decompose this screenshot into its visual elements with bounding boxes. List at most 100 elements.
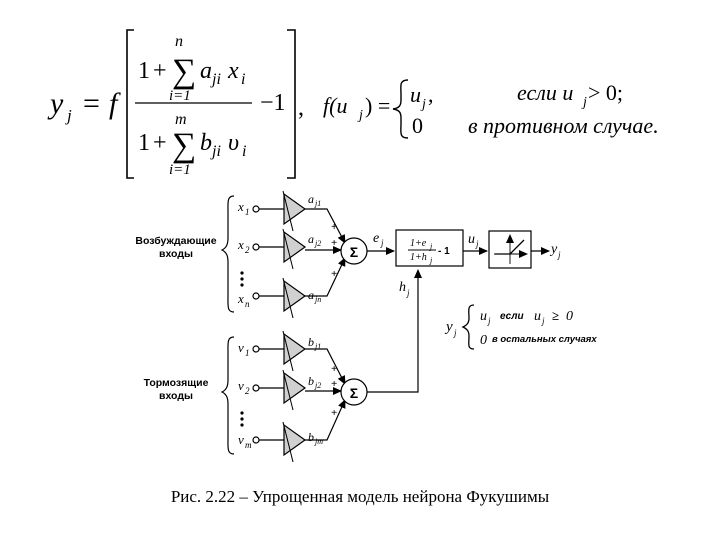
xn-label: x: [237, 291, 244, 306]
inhibitory-brace: [220, 336, 235, 455]
vm-label: v: [238, 432, 244, 447]
activation-rule: y j u j если u j ≥ 0 0 в остальных случа…: [444, 304, 597, 350]
sigma-excitatory: Σ: [350, 244, 358, 260]
rule-else: в остальных случаях: [492, 334, 597, 345]
bracket-right: [287, 29, 296, 179]
case2-cond: в противном случае.: [468, 113, 659, 138]
sigma-inhibitory: Σ: [350, 385, 358, 401]
fu-sub: j: [357, 108, 363, 123]
rule-u: u: [480, 309, 487, 324]
a1-sub: j1: [314, 199, 321, 208]
case1-cond-sub: j: [581, 95, 587, 110]
rule-u2: u: [534, 309, 541, 324]
rule-else-zero: 0: [480, 333, 487, 348]
excitatory-brace: [220, 195, 235, 313]
a2-sub: j2: [314, 239, 321, 248]
cases-brace: [392, 79, 409, 139]
ej-label: e: [373, 231, 379, 246]
a2-label: a: [308, 232, 314, 246]
num-x: x: [227, 58, 239, 84]
block-num-sub: j: [429, 242, 433, 251]
block-den: 1+h: [410, 252, 427, 263]
uj-sub: j: [475, 239, 479, 249]
figure-caption: Рис. 2.22 – Упрощенная модель нейрона Фу…: [170, 487, 550, 506]
case1-cond-tail: > 0;: [588, 80, 623, 105]
hj-sub: j: [406, 288, 410, 298]
input-v2: v 2 b j2: [238, 369, 342, 411]
hj-arrow: [367, 269, 422, 393]
case2-val: 0: [412, 113, 423, 138]
excitatory-label-2: входы: [159, 248, 193, 260]
main-formula: y j = f 1 + n ∑ i=1 a ji x i 1 + m ∑ i=1…: [47, 29, 659, 179]
yj-sub: j: [557, 250, 561, 260]
den-sum-upper: m: [175, 111, 187, 128]
hj-label: h: [399, 280, 406, 295]
fu: f(u: [323, 93, 347, 118]
excitatory-summator: Σ + + +: [331, 221, 368, 280]
den-one: 1: [138, 130, 150, 156]
rule-zero: 0: [566, 309, 573, 324]
uj-label: u: [468, 232, 475, 247]
x1-label: x: [237, 199, 244, 214]
activation-block: [488, 230, 532, 269]
num-sum-upper: n: [175, 33, 183, 50]
formula-lhs-sub: j: [65, 106, 72, 125]
rule-u-sub: j: [487, 316, 491, 326]
num-a: a: [200, 58, 212, 84]
plus-6: +: [331, 407, 337, 419]
yj-label: y: [549, 242, 558, 257]
x2-label: x: [237, 237, 244, 252]
block-minus: - 1: [438, 246, 450, 257]
plus-2: +: [331, 237, 337, 249]
an-sub: jn: [314, 295, 321, 304]
case1-val: u: [410, 82, 421, 107]
num-plus: +: [153, 58, 167, 84]
bm-label: b: [308, 430, 314, 444]
x-ellipsis: [240, 271, 244, 287]
xn-sub: n: [245, 299, 250, 309]
den-sum-lower: i=1: [169, 162, 191, 178]
rule-y: y: [444, 319, 453, 335]
den-plus: +: [153, 130, 167, 156]
input-x1: x 1 a j1: [237, 190, 346, 244]
rule-if: если: [500, 311, 524, 322]
inhibitory-label-2: входы: [159, 390, 193, 402]
input-x2: x 2 a j2: [237, 228, 342, 270]
num-sum-lower: i=1: [169, 88, 191, 104]
v2-sub: 2: [245, 386, 250, 396]
ratio-block: 1+e j 1+h j - 1: [395, 229, 464, 267]
b2-sub: j2: [314, 381, 321, 390]
plus-1: +: [331, 221, 337, 233]
minus-one: −1: [260, 90, 286, 116]
rule-u2-sub: j: [541, 316, 545, 326]
den-b: b: [200, 130, 212, 156]
formula-lhs: y: [47, 87, 64, 120]
case1-comma: ,: [428, 82, 434, 107]
den-sum: ∑: [172, 127, 196, 164]
bracket-left: [126, 29, 134, 179]
formula-f: f: [109, 87, 121, 120]
plus-3: +: [331, 268, 337, 280]
b1-sub: j1: [314, 342, 321, 351]
x2-sub: 2: [245, 245, 250, 255]
b2-label: b: [308, 374, 314, 388]
den-v: υ: [228, 130, 239, 156]
num-x-sub: i: [241, 71, 245, 88]
plus-4: +: [331, 363, 337, 375]
case1-cond: если u: [517, 80, 573, 105]
rule-ge: ≥: [552, 308, 559, 323]
formula-eq: =: [83, 87, 100, 120]
num-sum: ∑: [172, 53, 196, 90]
inhibitory-label-1: Тормозящие: [144, 377, 209, 389]
v-ellipsis: [240, 411, 244, 427]
v1-sub: 1: [245, 348, 250, 358]
den-v-sub: i: [242, 143, 246, 160]
vm-sub: m: [245, 440, 252, 450]
plus-5: +: [331, 378, 337, 390]
bm-sub: jm: [314, 437, 323, 446]
case1-sub: j: [420, 97, 426, 112]
num-a-sub: ji: [210, 71, 221, 88]
formula-comma: ,: [298, 95, 304, 121]
a1-label: a: [308, 192, 314, 206]
